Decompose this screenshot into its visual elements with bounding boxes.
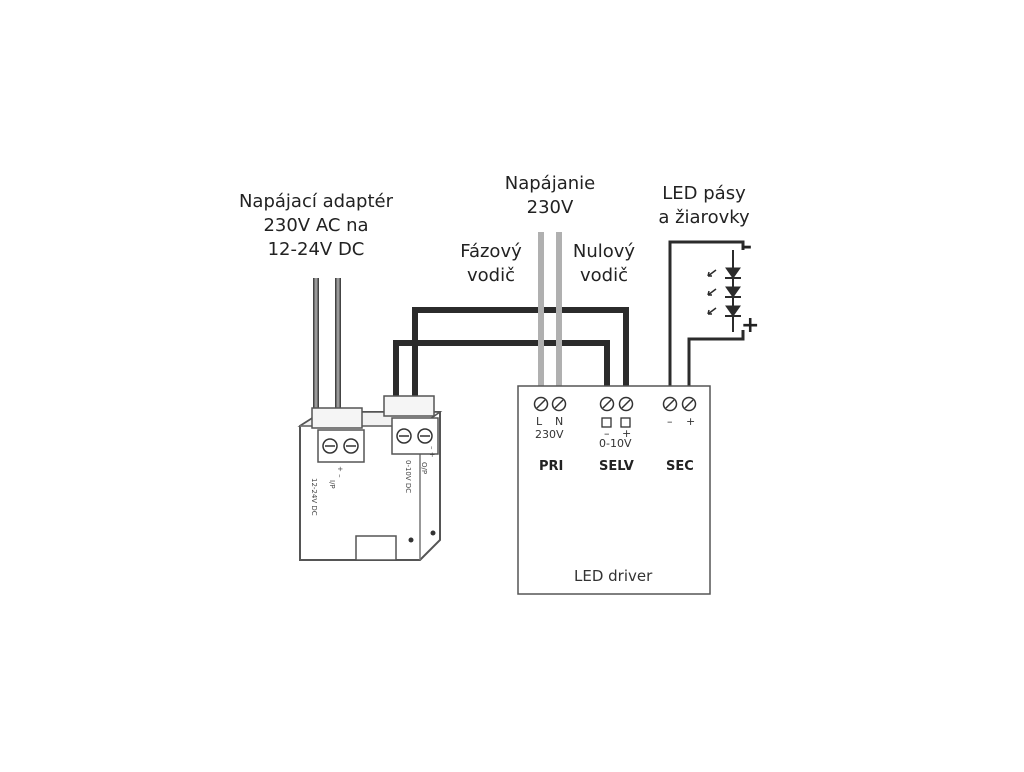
adapter-label-line3: 12-24V DC [267, 239, 365, 260]
supply-label: Napájanie 230V [488, 172, 612, 220]
neutral-wire-label: Nulový vodič [562, 240, 646, 288]
module-in-label: 12-24V DC [310, 478, 318, 516]
led-diode-icons [707, 267, 741, 317]
adapter-label: Napájací adaptér 230V AC na 12-24V DC [228, 190, 404, 262]
neutral-label-line1: Nulový [572, 241, 636, 262]
led-strips-label: LED pásy a žiarovky [646, 182, 762, 230]
adapter-label-line1: Napájací adaptér [238, 191, 394, 212]
led-output-wires [668, 240, 745, 398]
pri-l-label: L [536, 415, 543, 428]
sec-label: SEC [666, 459, 694, 474]
control-wires [393, 307, 629, 404]
led-plus-label: + [741, 313, 760, 338]
module-out-polarity: – + [428, 446, 436, 458]
selv-minus-label: – [604, 427, 610, 440]
supply-label-line1: Napájanie [504, 173, 596, 194]
selv-plus-label: + [622, 427, 632, 440]
selv-range-label: 0-10V [599, 437, 632, 450]
module-out-label: 0-10V DC [404, 460, 412, 494]
pri-voltage-label: 230V [535, 428, 564, 441]
led-label-line1: LED pásy [662, 183, 746, 204]
adapter-label-line2: 230V AC na [263, 215, 369, 236]
mains-wires [538, 232, 562, 398]
led-label-line2: a žiarovky [658, 207, 750, 228]
led-driver-box [517, 385, 711, 595]
pri-n-label: N [555, 415, 564, 428]
module-in-polarity: + – [336, 466, 344, 478]
dimmer-module [297, 395, 443, 561]
phase-wire-label: Fázový vodič [448, 240, 534, 288]
led-minus-label: – [741, 234, 752, 259]
phase-label-line2: vodič [467, 265, 515, 286]
selv-label: SELV [599, 459, 634, 474]
neutral-label-line2: vodič [580, 265, 628, 286]
sec-plus-label: + [686, 415, 696, 428]
supply-label-line2: 230V [526, 197, 574, 218]
led-driver-title: LED driver [574, 567, 653, 585]
module-in-sub: I/P [328, 480, 336, 489]
adapter-input-wires [313, 278, 341, 412]
module-out-sub: O/P [420, 462, 428, 475]
sec-minus-label: – [667, 415, 673, 428]
phase-label-line1: Fázový [460, 241, 522, 262]
pri-label: PRI [539, 459, 564, 474]
